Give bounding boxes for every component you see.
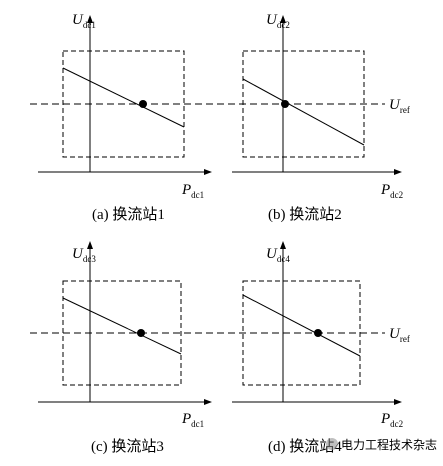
uref-symbol: U — [389, 326, 401, 342]
x-axis-symbol: P — [181, 182, 191, 198]
x-axis-symbol: P — [181, 411, 191, 427]
y-axis-symbol: U — [266, 12, 278, 28]
y-axis-subscript: dc3 — [83, 254, 96, 264]
watermark-logo-icon — [326, 438, 338, 450]
watermark-text: 电力工程技术杂志 — [341, 437, 437, 452]
x-axis-label-d: Pdc2 — [380, 411, 403, 429]
x-axis-arrow-b — [394, 169, 402, 175]
y-axis-label-c: Udc3 — [72, 246, 96, 264]
caption-c: (c) 换流站3 — [91, 438, 164, 455]
x-axis-symbol: P — [380, 182, 390, 198]
caption-a: (a) 换流站1 — [92, 206, 165, 223]
droop-line-a — [62, 67, 185, 128]
y-axis-arrow-c — [87, 241, 93, 249]
x-axis-arrow-d — [394, 399, 402, 405]
x-axis-label-a: Pdc1 — [181, 182, 204, 200]
y-axis-label-b: Udc2 — [266, 12, 290, 30]
droop-line-d — [242, 294, 361, 357]
droop-line-b — [242, 78, 365, 146]
x-axis-subscript: dc2 — [390, 190, 403, 200]
watermark: 电力工程技术杂志 — [326, 437, 437, 452]
panel-d: Udc4 Pdc2 (d) 换流站4 — [232, 241, 403, 455]
y-axis-subscript: dc4 — [277, 254, 290, 264]
x-axis-subscript: dc1 — [191, 419, 204, 429]
panel-c: Udc3 Pdc1 (c) 换流站3 — [38, 241, 212, 455]
x-axis-label-b: Pdc2 — [380, 182, 403, 200]
x-axis-subscript: dc1 — [191, 190, 204, 200]
uref-label-2: Uref — [389, 326, 410, 344]
y-axis-label-a: Udc1 — [72, 12, 96, 30]
x-axis-arrow-a — [204, 169, 212, 175]
uref-subscript: ref — [400, 105, 410, 115]
y-axis-arrow-d — [280, 241, 286, 249]
panel-b: Udc2 Pdc2 (b) 换流站2 — [232, 12, 403, 223]
uref-subscript: ref — [400, 334, 410, 344]
reference-line-row-1: Uref — [30, 97, 410, 115]
droop-line-c — [62, 297, 182, 355]
uref-label-1: Uref — [389, 97, 410, 115]
caption-d: (d) 换流站4 — [268, 438, 342, 455]
y-axis-arrow-a — [87, 15, 93, 23]
y-axis-label-d: Udc4 — [266, 246, 290, 264]
y-axis-symbol: U — [72, 246, 84, 262]
reference-line-row-2: Uref — [30, 326, 410, 344]
x-axis-arrow-c — [204, 399, 212, 405]
y-axis-symbol: U — [266, 246, 278, 262]
panel-a: Udc1 Pdc1 (a) 换流站1 — [38, 12, 212, 223]
x-axis-symbol: P — [380, 411, 390, 427]
caption-b: (b) 换流站2 — [268, 206, 342, 223]
y-axis-subscript: dc2 — [277, 20, 290, 30]
x-axis-subscript: dc2 — [390, 419, 403, 429]
y-axis-symbol: U — [72, 12, 84, 28]
uref-symbol: U — [389, 97, 401, 113]
x-axis-label-c: Pdc1 — [181, 411, 204, 429]
y-axis-arrow-b — [280, 15, 286, 23]
y-axis-subscript: dc1 — [83, 20, 96, 30]
